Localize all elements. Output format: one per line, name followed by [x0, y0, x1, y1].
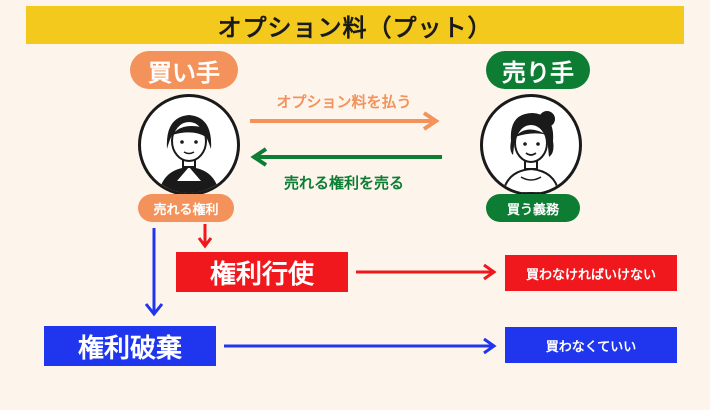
right-arrow-label: 売れる権利を売る [283, 174, 404, 192]
title-banner: オプション料（プット） [26, 6, 684, 44]
exercise-result-box: 買わなければいけない [505, 255, 677, 291]
abandon-box: 権利破棄 [44, 326, 216, 366]
exercise-box: 権利行使 [176, 252, 348, 292]
buyer-right-badge: 売れる権利 [138, 194, 234, 222]
exercise-down-arrow [197, 224, 213, 249]
abandon-result-box: 買わなくていい [505, 327, 677, 363]
buyer-label: 買い手 [130, 51, 238, 89]
premium-arrow-label: オプション料を払う [276, 93, 412, 111]
buyer-person-icon [159, 115, 219, 193]
abandon-result-arrow [224, 337, 497, 355]
seller-label: 売り手 [486, 51, 590, 89]
premium-arrow [250, 111, 440, 131]
seller-person-icon [501, 111, 561, 193]
diagram-title: オプション料（プット） [217, 13, 493, 42]
exercise-result-arrow [356, 263, 497, 281]
seller-obligation-badge: 買う義務 [486, 194, 580, 222]
abandon-down-arrow [144, 228, 164, 317]
right-arrow [250, 147, 442, 167]
